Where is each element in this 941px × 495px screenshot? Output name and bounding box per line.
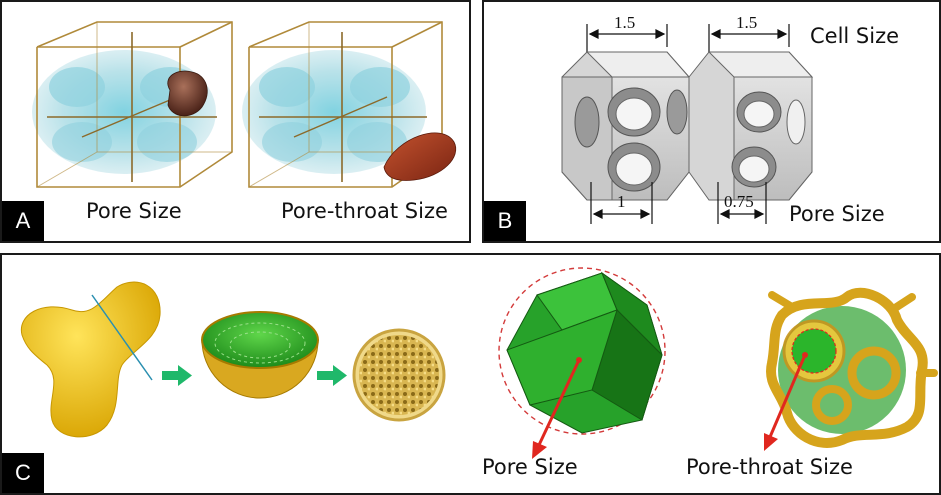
panel-c-illustration (20, 267, 938, 459)
pore-size-caption-c: Pore Size (482, 455, 578, 479)
scaffold-hemisphere (201, 311, 319, 399)
panel-b: 1.5 1.5 Cell Size 1 0.75 Pore Size B (482, 0, 941, 243)
flow-arrow-2 (317, 365, 347, 386)
pore-size-caption: Pore Size (86, 199, 182, 223)
flow-arrow-1 (162, 365, 192, 386)
panel-b-illustration (561, 24, 814, 224)
panel-b-label: B (484, 201, 526, 241)
panel-c: Pore Size Pore-throat Size C (0, 253, 941, 495)
pore-dim-left: 1 (617, 192, 626, 211)
cell-size-label: Cell Size (810, 24, 900, 48)
pore-size-label: Pore Size (789, 202, 885, 226)
lattice-pore-throat (764, 287, 938, 451)
unit-cell-right (688, 51, 814, 201)
panel-a-illustration (32, 21, 457, 188)
scaffold-cross-section (352, 328, 446, 422)
panel-c-label: C (2, 453, 44, 493)
pore-polyhedron (498, 267, 666, 459)
pore-size-model (32, 21, 233, 188)
pore-throat-size-caption-c: Pore-throat Size (686, 455, 853, 479)
unit-cell-left (561, 51, 691, 201)
pore-dim-right: 0.75 (724, 192, 754, 211)
pore-throat-size-caption: Pore-throat Size (281, 199, 448, 223)
cell-dim-right: 1.5 (736, 13, 758, 32)
panel-a: Pore Size Pore-throat Size A (0, 0, 471, 243)
cell-dim-left: 1.5 (614, 13, 636, 32)
panel-a-label: A (2, 201, 44, 241)
pore-size-dimensions (590, 182, 767, 224)
bone-model (20, 281, 161, 438)
pore-throat-size-model (242, 21, 457, 188)
